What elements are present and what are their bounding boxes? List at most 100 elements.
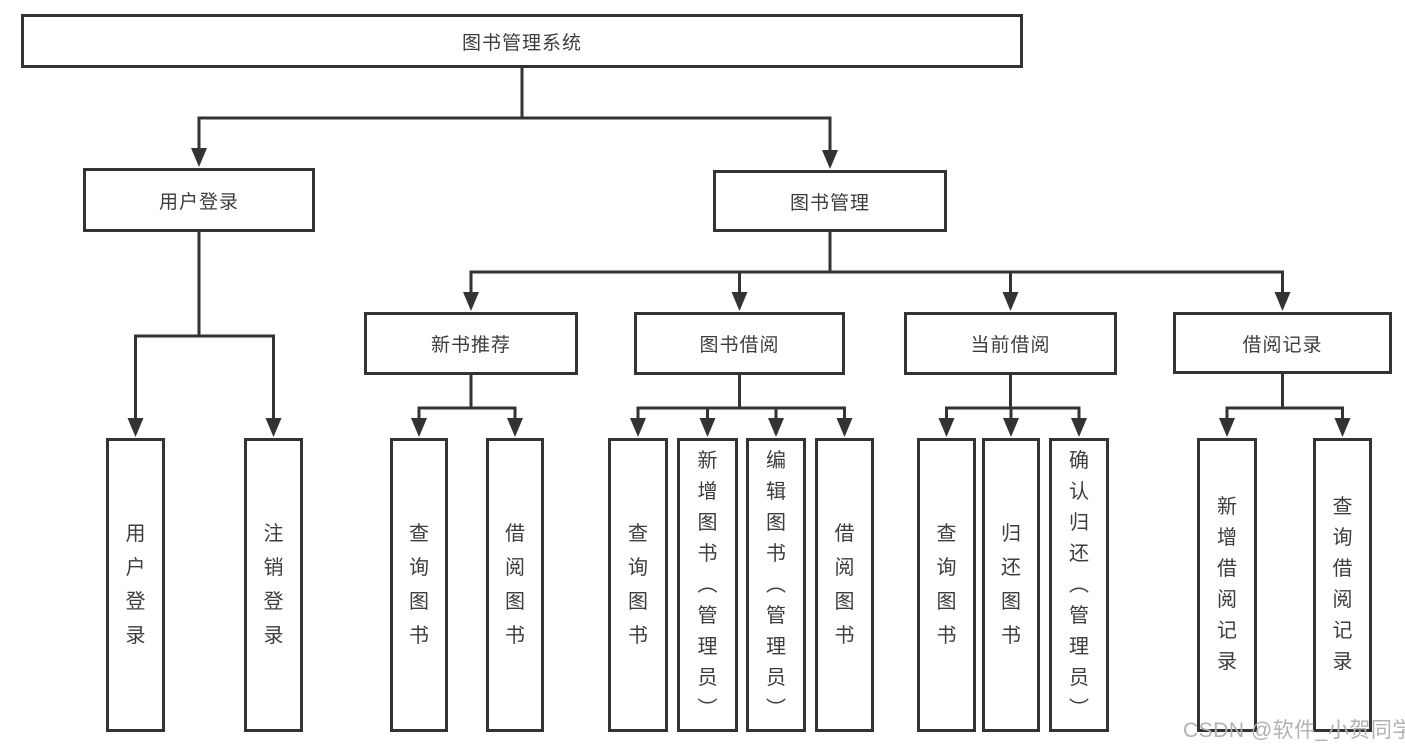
node-label-char: 销 — [263, 557, 284, 579]
node-label-char: 图 — [409, 591, 429, 613]
node-label-char: 还 — [1069, 542, 1089, 565]
tree-node-book-management: 图书管理 — [713, 170, 947, 232]
node-label-char: 查 — [409, 523, 429, 545]
node-label-char: 图 — [936, 591, 957, 613]
node-label-char: 录 — [1217, 651, 1237, 673]
node-label-char: 图 — [766, 511, 786, 534]
node-label: 借阅记录 — [1242, 334, 1323, 356]
node-label-char: 认 — [1069, 480, 1089, 503]
node-label-char: 编 — [766, 449, 786, 472]
node-label-char: 增 — [1217, 527, 1237, 549]
tree-node-book-borrow: 图书借阅 — [634, 312, 845, 375]
node-label-char: 辑 — [766, 480, 786, 503]
node-label-char: 书 — [936, 625, 957, 647]
node-label-char: 借 — [1217, 558, 1237, 580]
node-label: 图书管理 — [789, 192, 870, 214]
node-label: 当前借阅 — [970, 335, 1051, 356]
node-label-char: 书 — [628, 625, 648, 647]
node-label-char: 管 — [697, 604, 718, 627]
tree-node-leaf-cb-query: 查询图书 — [917, 438, 976, 732]
node-label-char: 记 — [1217, 620, 1237, 642]
node-label-char: 借 — [834, 523, 855, 545]
node-label-char: 询 — [409, 557, 429, 579]
node-label-char: 询 — [936, 557, 957, 579]
node-label-char: 管 — [766, 604, 786, 627]
tree-node-leaf-nbr-borrow: 借阅图书 — [486, 438, 544, 732]
node-label: 新书推荐 — [430, 335, 511, 356]
node-label-char: 图 — [505, 591, 525, 613]
node-label-char: 登 — [125, 591, 146, 613]
node-label-char: 归 — [1001, 523, 1021, 545]
node-label-char: 员 — [1069, 666, 1089, 689]
node-label-char: ︵ — [1069, 573, 1089, 596]
node-label-char: 员 — [697, 666, 718, 689]
tree-node-leaf-cb-confirm: 确认归还 ︵ 管理员 ︶ — [1049, 438, 1109, 732]
node-label-char: 户 — [125, 557, 146, 579]
node-label-char: 阅 — [1332, 589, 1353, 611]
node-label-char: 录 — [263, 625, 284, 647]
node-label-char: 理 — [1069, 635, 1089, 658]
node-label-char: 询 — [1332, 527, 1353, 549]
node-label-char: 查 — [628, 523, 648, 545]
node-label-char: 图 — [697, 511, 718, 534]
node-label: 图书管理系统 — [461, 32, 582, 54]
tree-node-leaf-bb-add: 新增图书 ︵ 管理员 ︶ — [677, 438, 738, 732]
node-label-char: 借 — [505, 523, 525, 545]
node-label-char: 增 — [697, 480, 718, 503]
tree-node-leaf-bb-edit: 编辑图书 ︵ 管理员 ︶ — [746, 438, 806, 732]
node-label-char: 查 — [936, 523, 957, 545]
node-label-char: ︶ — [1069, 697, 1089, 720]
node-label-char: 录 — [125, 625, 146, 647]
node-label-char: ︵ — [766, 573, 786, 596]
tree-node-leaf-bb-query: 查询图书 — [608, 438, 668, 732]
node-label-char: 书 — [834, 625, 855, 647]
node-label-char: 管 — [1069, 604, 1089, 627]
node-label-char: 录 — [1332, 651, 1353, 673]
node-label-char: 注 — [263, 523, 284, 545]
node-label-char: 查 — [1332, 496, 1353, 518]
node-label-char: ︵ — [697, 573, 718, 596]
tree-node-new-book-recommend: 新书推荐 — [364, 312, 578, 375]
node-label-char: 归 — [1069, 511, 1089, 534]
node-label-char: 员 — [766, 666, 786, 689]
tree-node-leaf-user-login: 用户登录 — [106, 438, 165, 732]
node-label-char: 阅 — [834, 557, 855, 579]
node-label-char: 记 — [1332, 620, 1353, 642]
node-label-char: 借 — [1332, 558, 1353, 580]
node-label-char: 图 — [628, 591, 648, 613]
watermark: CSDN @软件_小贺同学 — [1183, 719, 1405, 742]
node-label: 图书借阅 — [699, 335, 780, 356]
tree-node-current-borrow: 当前借阅 — [904, 312, 1117, 375]
node-label-char: 阅 — [1217, 589, 1237, 611]
tree-node-leaf-br-add: 新增借阅记录 — [1197, 438, 1257, 732]
node-label-char: 登 — [263, 591, 284, 613]
node-label-char: 书 — [766, 542, 786, 565]
node-label-char: 书 — [505, 625, 525, 647]
tree-node-leaf-logout: 注销登录 — [244, 438, 303, 732]
node-label-char: 阅 — [505, 557, 525, 579]
node-label-char: 理 — [766, 635, 786, 658]
node-label-char: 理 — [697, 635, 718, 658]
node-label-char: ︶ — [766, 697, 786, 720]
node-label-char: 图 — [1001, 591, 1021, 613]
node-label: 用户登录 — [158, 191, 239, 213]
tree-node-leaf-cb-return: 归还图书 — [982, 438, 1040, 732]
tree-node-root: 图书管理系统 — [21, 14, 1023, 68]
tree-node-leaf-nbr-query: 查询图书 — [390, 438, 448, 732]
tree-node-leaf-br-query: 查询借阅记录 — [1313, 438, 1372, 732]
tree-node-borrow-records: 借阅记录 — [1173, 312, 1392, 374]
node-label-char: 用 — [125, 523, 146, 545]
node-label-char: 新 — [1217, 496, 1237, 518]
node-label-char: 还 — [1001, 557, 1021, 579]
node-label-char: 图 — [834, 591, 855, 613]
tree-node-user-login: 用户登录 — [83, 168, 315, 232]
node-label-char: 书 — [409, 625, 429, 647]
node-label-char: ︶ — [697, 697, 718, 720]
node-label-char: 确 — [1069, 449, 1089, 472]
node-label-char: 书 — [697, 542, 718, 565]
node-label-char: 询 — [628, 557, 648, 579]
node-label-char: 新 — [697, 449, 718, 472]
node-label-char: 书 — [1001, 625, 1021, 647]
